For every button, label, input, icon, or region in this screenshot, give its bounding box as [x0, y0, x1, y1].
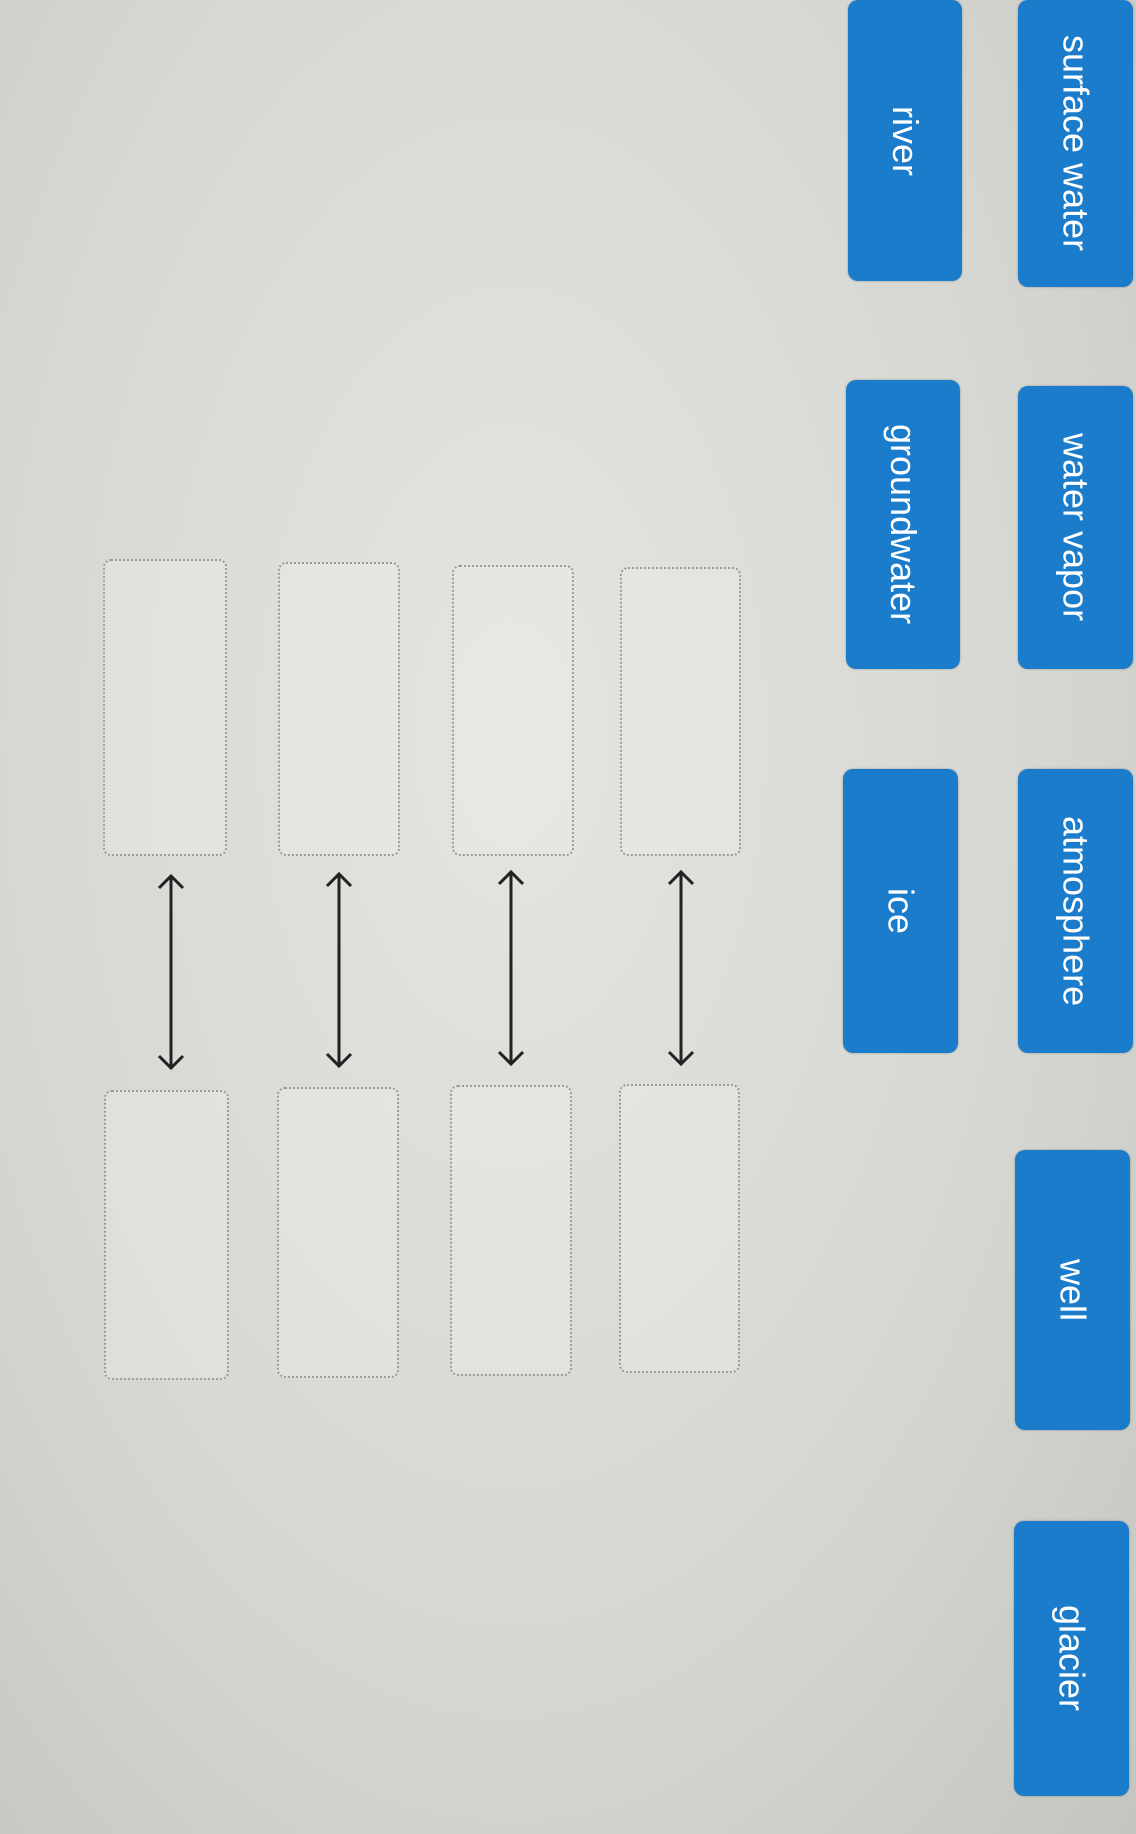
chip-label: surface water	[1055, 35, 1097, 252]
chip-label: well	[1052, 1258, 1094, 1321]
chip-ice[interactable]: ice	[843, 769, 958, 1053]
drop-target-1-right[interactable]	[619, 1084, 740, 1373]
drop-target-3-right[interactable]	[277, 1087, 399, 1378]
double-arrow-icon	[157, 873, 185, 1071]
chip-glacier[interactable]: glacier	[1014, 1521, 1129, 1796]
drop-target-3-left[interactable]	[278, 562, 400, 856]
chip-label: water vapor	[1055, 433, 1097, 622]
chip-label: river	[885, 105, 926, 176]
chip-water-vapor[interactable]: water vapor	[1018, 386, 1133, 669]
chip-surface-water[interactable]: surface water	[1018, 0, 1133, 287]
drop-target-4-right[interactable]	[104, 1090, 229, 1380]
chip-label: ice	[880, 887, 922, 935]
drop-target-2-left[interactable]	[452, 565, 574, 856]
double-arrow-icon	[497, 869, 525, 1067]
double-arrow-icon	[325, 871, 353, 1069]
double-arrow-icon	[667, 869, 695, 1067]
chip-well[interactable]: well	[1015, 1150, 1130, 1430]
chip-label: groundwater	[883, 424, 924, 625]
drop-target-2-right[interactable]	[450, 1085, 572, 1376]
chip-label: atmosphere	[1055, 815, 1097, 1007]
drop-target-4-left[interactable]	[103, 559, 227, 856]
chip-atmosphere[interactable]: atmosphere	[1018, 769, 1133, 1053]
chip-groundwater[interactable]: groundwater	[846, 380, 960, 669]
chip-river[interactable]: river	[848, 0, 962, 281]
chip-label: glacier	[1051, 1605, 1093, 1712]
drop-target-1-left[interactable]	[620, 567, 741, 856]
